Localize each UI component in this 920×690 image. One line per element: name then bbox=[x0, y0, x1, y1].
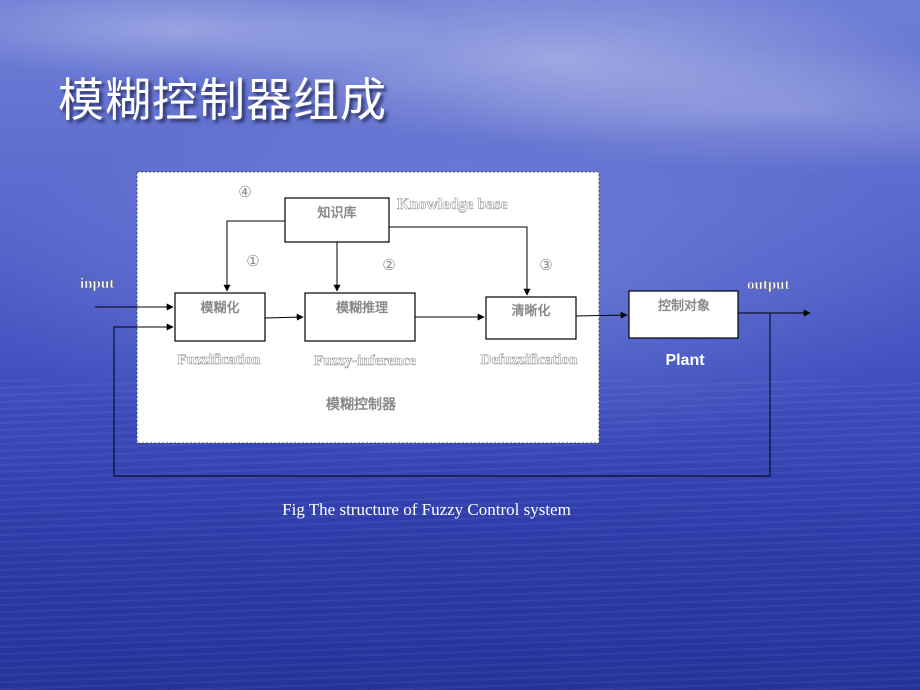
output-label: output bbox=[747, 277, 790, 293]
inference-box bbox=[304, 292, 416, 342]
figure-caption: Fig The structure of Fuzzy Control syste… bbox=[282, 500, 571, 519]
plant-box-label: 控制对象 bbox=[658, 298, 710, 314]
knowledge-label: 知识库 bbox=[317, 205, 356, 221]
marker-3: ③ bbox=[539, 256, 552, 274]
marker-2: ② bbox=[382, 256, 395, 274]
input-label: input bbox=[80, 276, 114, 292]
defuzzifier-box bbox=[485, 296, 577, 340]
fuzzifier-label: 模糊化 bbox=[200, 300, 239, 316]
slide-title: 模糊控制器组成 bbox=[58, 73, 387, 127]
knowledge-base-caption: Knowledge base bbox=[397, 196, 508, 213]
plant-caption: Plant bbox=[665, 352, 705, 369]
feedback-arrow bbox=[113, 313, 771, 477]
defuzzification-caption: Defuzzification bbox=[481, 352, 578, 368]
knowledge-to-defuzzifier-arrow bbox=[389, 226, 531, 296]
controller-caption: 模糊控制器 bbox=[326, 396, 397, 413]
defuzzifier-label: 清晰化 bbox=[511, 303, 550, 319]
defuzzifier-to-plant-arrow bbox=[575, 311, 628, 319]
plant-box bbox=[628, 290, 739, 339]
fuzzifier-to-inference-arrow bbox=[264, 313, 304, 321]
figure-caption-wrap: Fig The structure of Fuzzy Control syste… bbox=[0, 500, 920, 520]
marker-1: ① bbox=[246, 252, 259, 270]
knowledge-to-fuzzifier-arrow bbox=[223, 220, 285, 292]
fuzzifier-box bbox=[174, 292, 266, 342]
knowledge-box bbox=[284, 197, 390, 243]
inference-caption: Fuzzy-inference bbox=[314, 353, 417, 369]
inference-label: 模糊推理 bbox=[336, 300, 388, 316]
marker-4: ④ bbox=[238, 183, 251, 201]
fuzzification-caption: Fuzzification bbox=[177, 352, 261, 368]
